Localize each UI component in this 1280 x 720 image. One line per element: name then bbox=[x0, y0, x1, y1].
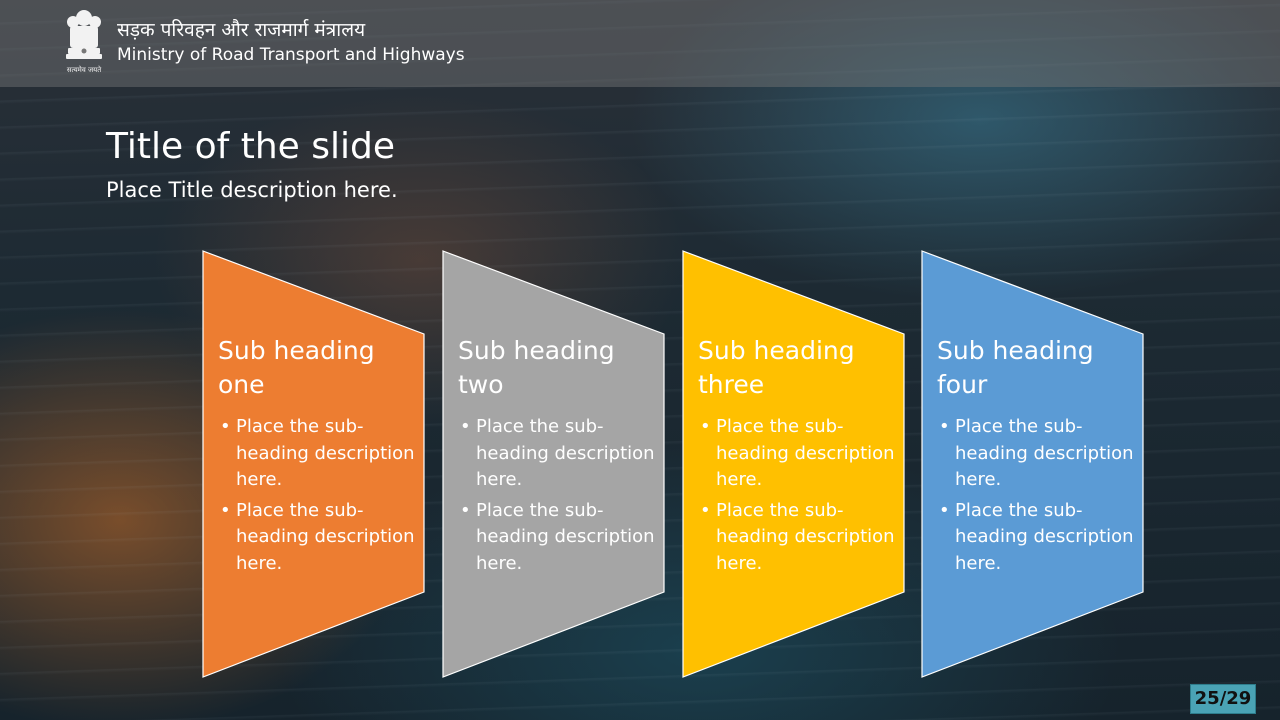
national-emblem-icon: सत्यमेव जयते bbox=[66, 10, 102, 74]
card-four-bullets: Place the sub-heading description here. … bbox=[937, 414, 1137, 577]
card-three-heading: Sub heading three bbox=[698, 336, 855, 399]
card-one-bullet: Place the sub-heading description here. bbox=[220, 414, 418, 494]
slide-title: Title of the slide bbox=[106, 126, 396, 167]
page-number-badge: 25/29 bbox=[1190, 684, 1256, 714]
card-one-bullet: Place the sub-heading description here. bbox=[220, 498, 418, 578]
ministry-name-hindi: सड़क परिवहन और राजमार्ग मंत्रालय bbox=[117, 19, 366, 41]
slide-description: Place Title description here. bbox=[106, 178, 398, 202]
card-four: Sub heading four Place the sub-heading d… bbox=[921, 250, 1145, 678]
card-three-bullet: Place the sub-heading description here. bbox=[700, 414, 898, 494]
card-three-bullets: Place the sub-heading description here. … bbox=[698, 414, 898, 577]
card-two-heading: Sub heading two bbox=[458, 336, 615, 399]
emblem-caption: सत्यमेव जयते bbox=[67, 65, 102, 74]
card-one: Sub heading one Place the sub-heading de… bbox=[202, 250, 426, 678]
card-two-bullets: Place the sub-heading description here. … bbox=[458, 414, 658, 577]
card-four-heading: Sub heading four bbox=[937, 336, 1094, 399]
card-one-bullets: Place the sub-heading description here. … bbox=[218, 414, 418, 577]
card-two: Sub heading two Place the sub-heading de… bbox=[442, 250, 666, 678]
card-one-heading: Sub heading one bbox=[218, 336, 375, 399]
card-four-bullet: Place the sub-heading description here. bbox=[939, 414, 1137, 494]
ministry-header: सत्यमेव जयते सड़क परिवहन और राजमार्ग मंत… bbox=[0, 0, 1280, 87]
card-three-bullet: Place the sub-heading description here. bbox=[700, 498, 898, 578]
card-two-bullet: Place the sub-heading description here. bbox=[460, 414, 658, 494]
card-four-bullet: Place the sub-heading description here. bbox=[939, 498, 1137, 578]
ministry-name-english: Ministry of Road Transport and Highways bbox=[117, 45, 465, 65]
card-two-bullet: Place the sub-heading description here. bbox=[460, 498, 658, 578]
card-three: Sub heading three Place the sub-heading … bbox=[682, 250, 906, 678]
